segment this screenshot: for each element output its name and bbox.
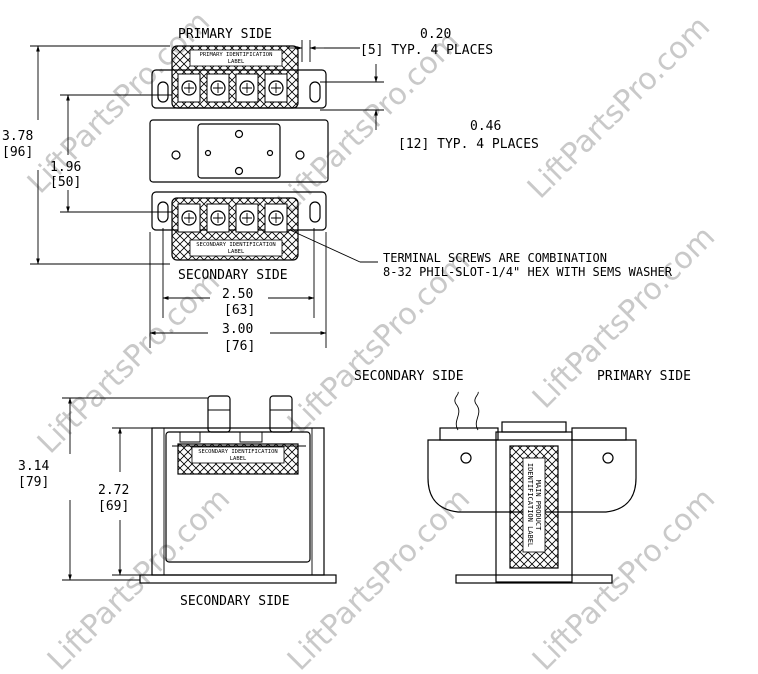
terminal-screw [181,210,197,226]
side-top-clamp [501,421,567,433]
front-bottom-label: SECONDARY SIDE [180,594,290,609]
dim-196-mm: [50] [50,175,81,190]
transformer-core [149,119,329,183]
secondary-id-label [189,239,283,257]
transformer-body [165,431,311,563]
terminal-screw [268,210,284,226]
terminal-screw [239,80,255,96]
dim-314-value: 3.14 [18,459,49,474]
dimension-300: 3.00 [76] [149,232,327,354]
secondary-id-label-line2: LABEL [228,249,245,255]
watermarks: LiftPartsPro.com LiftPartsPro.com LiftPa… [21,5,722,674]
slot-hole [157,81,169,103]
dim-046-note: [12] TYP. 4 PLACES [398,137,539,152]
side-base-plate [455,574,613,584]
primary-id-label-line1: PRIMARY IDENTIFICATION [200,52,273,58]
core-center-plate [197,123,281,179]
coil-rivet [602,452,614,464]
front-id-label-line2: LABEL [230,456,247,462]
front-view: SECONDARY IDENTIFICATION LABEL SECONDARY… [18,395,337,609]
dim-046-value: 0.46 [470,119,501,134]
dim-250-mm: [63] [224,303,255,318]
base-plate [139,574,337,584]
terminal-note: TERMINAL SCREWS ARE COMBINATION 8-32 PHI… [289,229,673,279]
dim-300-value: 3.00 [222,322,253,337]
dimension-314: 3.14 [79] [18,397,208,581]
primary-id-label [189,49,283,67]
watermark-text: LiftPartsPro.com [521,10,717,206]
dim-314-mm: [79] [18,475,49,490]
terminal-screw [210,80,226,96]
coil-rivet [460,452,472,464]
primary-terminals [177,73,288,103]
watermark-text: LiftPartsPro.com [526,220,722,416]
dim-020-note: [5] TYP. 4 PLACES [360,43,493,58]
rivet-hole [266,149,274,157]
secondary-side-label: SECONDARY SIDE [178,268,288,283]
terminal-screw [268,80,284,96]
front-id-label-line1: SECONDARY IDENTIFICATION [198,449,277,455]
terminal-screw [181,80,197,96]
main-label-line2: IDENTIFICATION LABEL [526,463,534,547]
dim-272-value: 2.72 [98,483,129,498]
mounting-hole [171,150,181,160]
watermark-text: LiftPartsPro.com [31,265,227,461]
lead-wire [474,391,480,431]
terminal-post [207,395,231,433]
rivet-hole [234,166,244,176]
main-product-label [522,457,546,553]
dimension-020: 0.20 [5] TYP. 4 PLACES [288,27,493,62]
dim-250-value: 2.50 [222,287,253,302]
terminal-note-line1: TERMINAL SCREWS ARE COMBINATION [383,251,607,265]
dimension-250: 2.50 [63] [162,228,315,318]
side-right-label: PRIMARY SIDE [597,369,691,384]
primary-side-label: PRIMARY SIDE [178,27,272,42]
coil-body [427,439,637,513]
dimension-378: 3.78 [96] [2,45,170,265]
dim-378-mm: [96] [2,145,33,160]
rivet-hole [204,149,212,157]
terminal-screw [239,210,255,226]
dim-300-mm: [76] [224,339,255,354]
side-view: SECONDARY SIDE PRIMARY SIDE MAIN PRODUCT… [354,369,691,584]
dimension-046: 0.46 [12] TYP. 4 PLACES [320,64,539,152]
slot-hole [309,81,321,103]
side-core [495,431,573,583]
primary-id-label-line2: LABEL [228,59,245,65]
main-label-line1: MAIN PRODUCT [534,480,542,531]
dim-020-value: 0.20 [420,27,451,42]
side-terminal-right [571,427,627,441]
side-terminal-left [439,427,499,441]
secondary-id-label-line1: SECONDARY IDENTIFICATION [196,242,275,248]
lead-wire [454,391,460,431]
rivet-hole [234,129,244,139]
secondary-terminals [177,203,288,233]
side-left-label: SECONDARY SIDE [354,369,464,384]
terminal-note-line2: 8-32 PHIL-SLOT-1/4" HEX WITH SEMS WASHER [383,265,673,279]
dimension-272: 2.72 [69] [98,427,152,576]
dim-272-mm: [69] [98,499,129,514]
dimension-196: 1.96 [50] [50,94,172,213]
top-view: PRIMARY SIDE PRIMARY IDENTIFICATION LABE… [2,27,673,354]
dim-196-value: 1.96 [50,160,81,175]
dim-378-value: 3.78 [2,129,33,144]
front-secondary-id-label [191,446,285,464]
terminal-screw [210,210,226,226]
mounting-hole [295,150,305,160]
slot-hole [309,201,321,223]
